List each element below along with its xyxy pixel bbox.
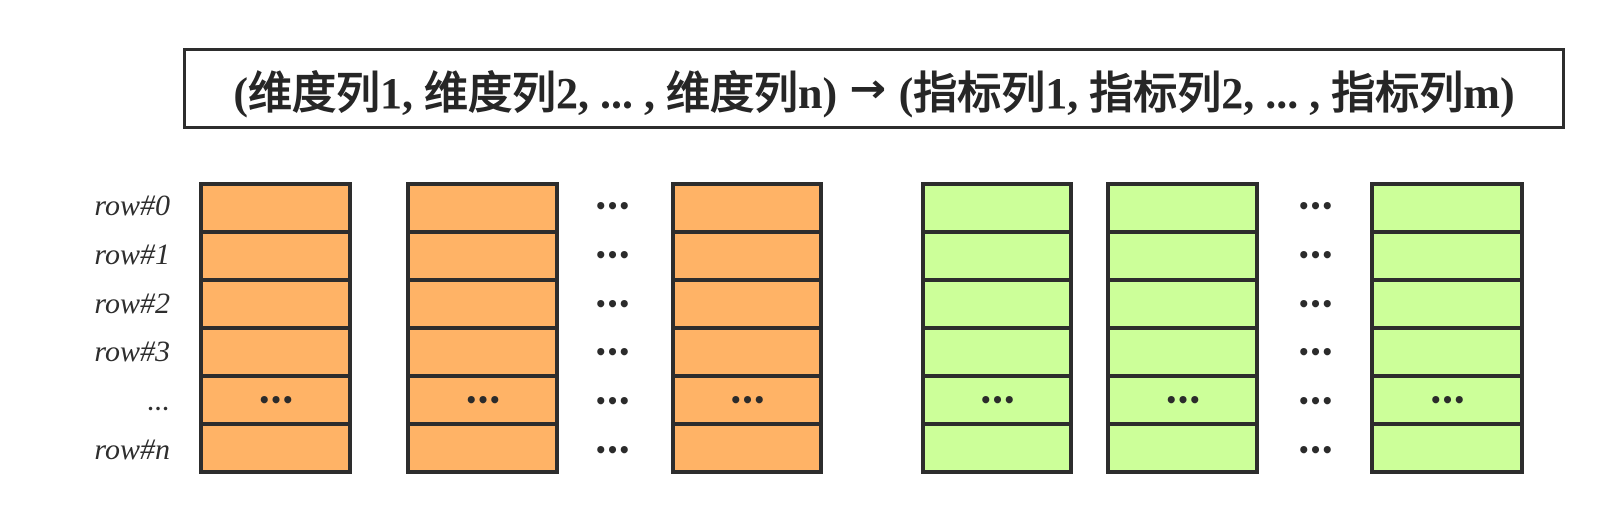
metric-cell [1374,278,1520,326]
gap-slot: ••• [1289,231,1341,280]
gap-slot: ••• [586,231,638,280]
dimension-cell [203,278,348,326]
dimension-columns-tuple: (维度列1, 维度列2, ... , 维度列n) [233,68,838,118]
row-labels: row#0 row#1 row#2 row#3 ... row#n [30,182,170,474]
dimension-cell [675,326,819,374]
metric-cell [1110,230,1255,278]
metric-cell [1110,422,1255,470]
gap-slot: ••• [1289,182,1341,231]
row-label-2: row#2 [94,286,170,320]
gap-slot: ••• [1289,328,1341,377]
dimension-cell-ellipsis: ••• [203,374,348,422]
more-dimension-columns-ellipsis: ••• ••• ••• ••• ••• ••• [586,182,638,474]
dimension-cell [675,186,819,230]
dimension-cell [203,186,348,230]
more-columns-ellipsis-icon: ••• [594,389,630,414]
gap-slot: ••• [1289,425,1341,474]
more-columns-ellipsis-icon: ••• [594,194,630,219]
row-label-ellipsis: ... [147,384,171,418]
metric-cell [1110,326,1255,374]
more-columns-ellipsis-icon: ••• [594,291,630,316]
dimension-cell-ellipsis: ••• [675,374,819,422]
gap-slot: ••• [586,182,638,231]
dimension-cell-ellipsis: ••• [410,374,555,422]
gap-slot: ••• [586,425,638,474]
more-columns-ellipsis-icon: ••• [1297,340,1333,365]
dimension-cell [410,186,555,230]
more-rows-ellipsis-icon: ••• [979,388,1015,412]
more-metric-columns-ellipsis: ••• ••• ••• ••• ••• ••• [1289,182,1341,474]
metric-column-2: ••• [1106,182,1259,474]
mapping-formula-box: (维度列1, 维度列2, ... , 维度列n) → (指标列1, 指标列2, … [183,48,1565,129]
dimension-cell [675,278,819,326]
dimension-column-1: ••• [199,182,352,474]
more-rows-ellipsis-icon: ••• [464,388,501,412]
metric-cell [1374,186,1520,230]
more-rows-ellipsis-icon: ••• [729,388,765,412]
gap-slot: ••• [1289,377,1341,426]
gap-slot: ••• [586,328,638,377]
more-columns-ellipsis-icon: ••• [594,243,630,267]
row-label-n: row#n [94,432,170,466]
metric-cell [1374,230,1520,278]
metric-cell [1374,326,1520,374]
metric-column-1: ••• [921,182,1073,474]
gap-slot: ••• [586,279,638,328]
more-rows-ellipsis-icon: ••• [1429,388,1465,412]
more-columns-ellipsis-icon: ••• [1297,437,1333,462]
metric-cell [925,230,1069,278]
row-label-3: row#3 [94,335,170,369]
dimension-cell [203,326,348,374]
more-columns-ellipsis-icon: ••• [1297,291,1333,316]
dimension-cell [410,230,555,278]
dimension-cell [410,278,555,326]
dimension-cell [410,326,555,374]
more-columns-ellipsis-icon: ••• [1297,389,1333,414]
metric-columns-tuple: (指标列1, 指标列2, ... , 指标列m) [898,68,1515,118]
gap-slot: ••• [1289,279,1341,328]
metric-cell-ellipsis: ••• [1374,374,1520,422]
more-columns-ellipsis-icon: ••• [1297,243,1333,267]
metric-cell [1110,186,1255,230]
dimension-column-n: ••• [671,182,823,474]
dimension-cell [203,422,348,470]
more-columns-ellipsis-icon: ••• [594,340,630,365]
metric-cell [925,326,1069,374]
gap-slot: ••• [586,377,638,426]
metric-cell-ellipsis: ••• [1110,374,1255,422]
metric-cell-ellipsis: ••• [925,374,1069,422]
dimension-cell [203,230,348,278]
more-columns-ellipsis-icon: ••• [594,437,630,462]
dimension-cell [675,422,819,470]
row-label-1: row#1 [94,238,170,271]
dimension-cell [675,230,819,278]
metric-cell [925,186,1069,230]
more-rows-ellipsis-icon: ••• [257,388,294,412]
metric-cell [1110,278,1255,326]
more-columns-ellipsis-icon: ••• [1297,194,1333,219]
metric-cell [925,422,1069,470]
maps-to-arrow-icon: → [849,65,887,112]
metric-column-m: ••• [1370,182,1524,474]
more-rows-ellipsis-icon: ••• [1164,388,1201,412]
metric-cell [925,278,1069,326]
metric-cell [1374,422,1520,470]
dimension-cell [410,422,555,470]
dimension-column-2: ••• [406,182,559,474]
row-label-0: row#0 [94,189,170,223]
